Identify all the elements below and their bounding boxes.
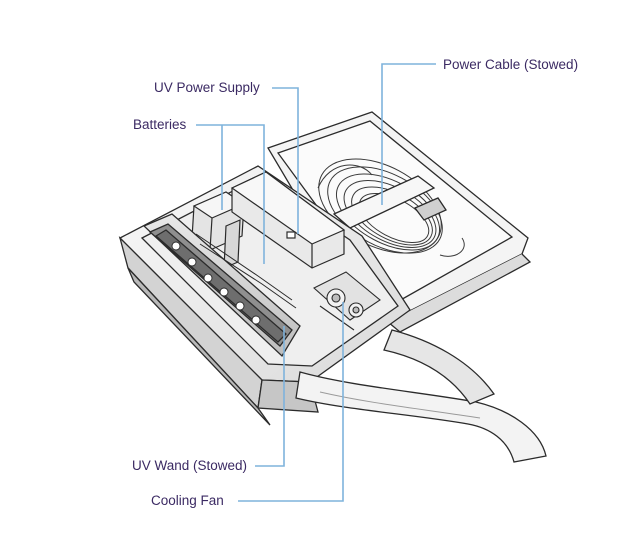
leader-cooling-fan	[238, 302, 344, 502]
uv-power-supply-box	[230, 171, 346, 269]
callout-uv-power-supply: UV Power Supply	[154, 80, 260, 95]
callout-cooling-fan: Cooling Fan	[151, 493, 224, 508]
callout-batteries: Batteries	[133, 117, 187, 132]
case-hoses	[295, 329, 547, 463]
cable-strap	[332, 175, 447, 229]
leader-batteries	[196, 124, 265, 264]
leader-uv-power-supply	[272, 87, 299, 234]
leader-uv-wand	[255, 326, 285, 467]
case-lid	[267, 111, 532, 333]
leader-power-cable	[381, 63, 436, 205]
leader-lines	[196, 63, 436, 502]
uv-wand-body	[142, 213, 301, 358]
callout-power-cable: Power Cable (Stowed)	[443, 57, 579, 72]
callout-uv-wand: UV Wand (Stowed)	[132, 458, 248, 473]
cooling-fan-unit	[313, 271, 381, 331]
wand-channel	[195, 233, 297, 309]
